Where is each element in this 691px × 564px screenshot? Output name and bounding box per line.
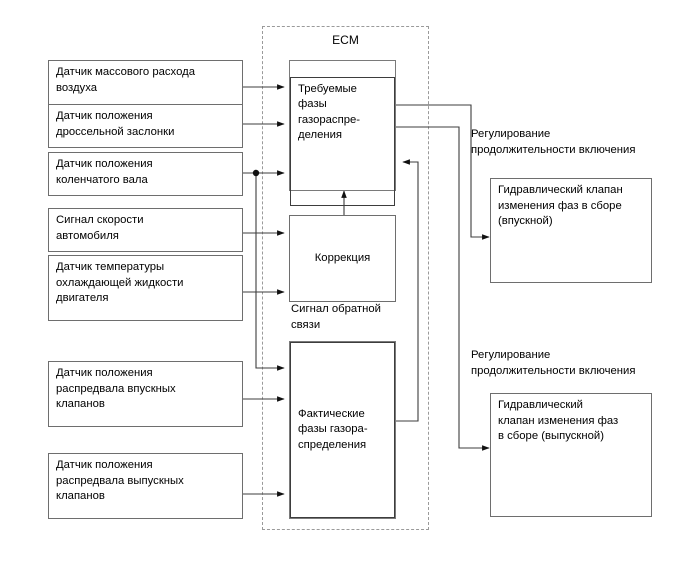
input-box-exhaust-camshaft: Датчик положения распредвала выпускных к… bbox=[48, 453, 243, 519]
input-box-coolant-temperature: Датчик температуры охлаждающей жидкости … bbox=[48, 255, 243, 321]
ecm-block-actual-valve-timing-label: Фактические фазы газора- спределения bbox=[290, 342, 395, 518]
annotation-duty-control-intake: Регулирование продолжительности включени… bbox=[471, 128, 636, 156]
input-box-throttle-position: Датчик положения дроссельной заслонки bbox=[48, 104, 243, 148]
input-box-maf-sensor: Датчик массового расхода воздуха bbox=[48, 60, 243, 112]
ecm-block-target-valve-timing-label: Требуемые фазы газораспре- деления bbox=[290, 76, 395, 206]
ecm-title: ECM bbox=[332, 33, 359, 47]
output-box-intake-oil-control-valve: Гидравлический клапан изменения фаз в сб… bbox=[490, 178, 652, 283]
junction-dot-crankshaft bbox=[252, 169, 260, 177]
input-box-vehicle-speed: Сигнал скорости автомобиля bbox=[48, 208, 243, 252]
input-box-crankshaft-position: Датчик положения коленчатого вала bbox=[48, 152, 243, 196]
ecm-block-actual-valve-timing: Фактические фазы газора- спределения bbox=[289, 341, 396, 519]
annotation-duty-control-exhaust: Регулирование продолжительности включени… bbox=[471, 349, 636, 377]
input-box-intake-camshaft: Датчик положения распредвала впускных кл… bbox=[48, 361, 243, 427]
ecm-block-correction: Коррекция bbox=[289, 215, 396, 302]
annotation-feedback-signal: Сигнал обратной связи bbox=[291, 303, 381, 331]
ecm-block-target-valve-timing: Требуемые фазы газораспре- деления bbox=[289, 60, 396, 206]
output-box-exhaust-oil-control-valve: Гидравлический клапан изменения фаз в сб… bbox=[490, 393, 652, 517]
